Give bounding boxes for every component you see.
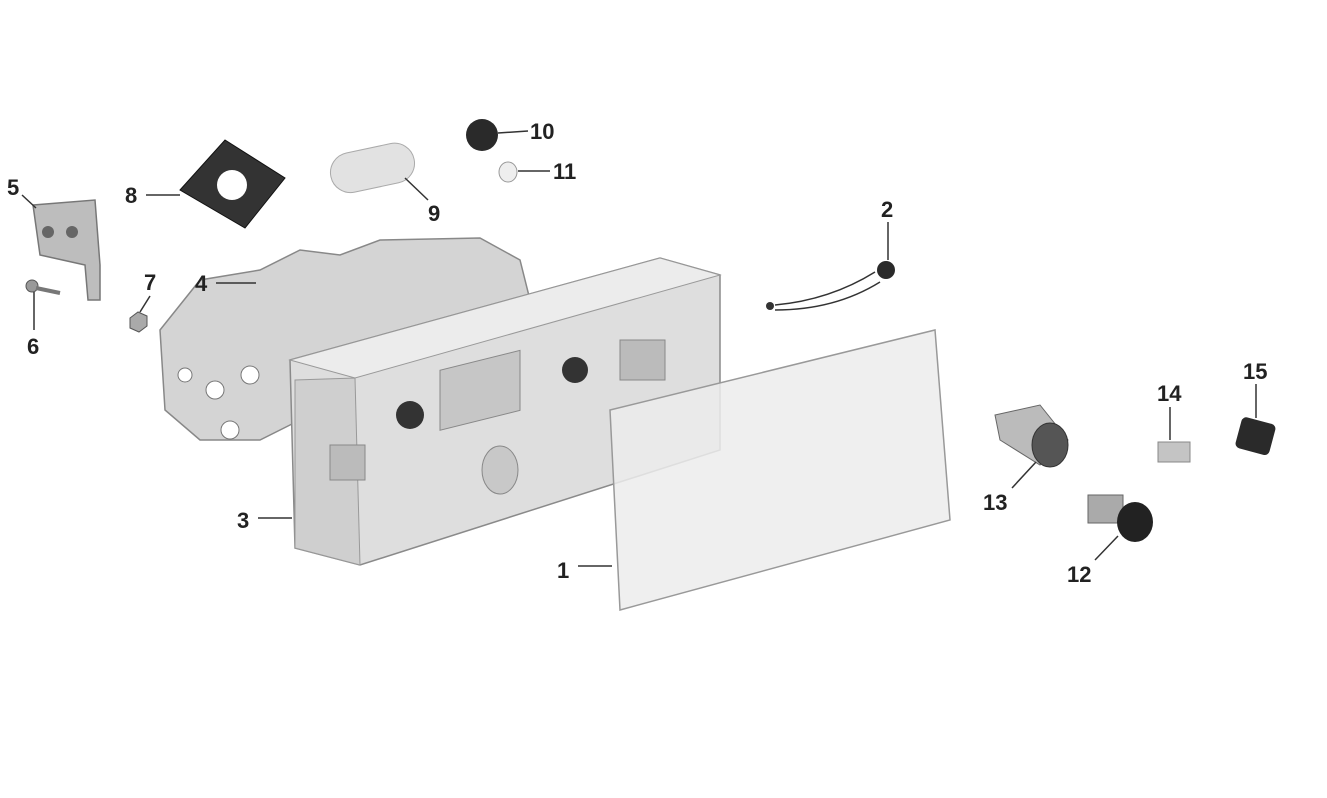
callout-2: 2 <box>881 197 893 222</box>
callout-1: 1 <box>557 558 569 583</box>
part-socket-10 <box>466 119 498 151</box>
part-bulb-11 <box>498 161 518 183</box>
part-printed-circuit <box>159 237 531 441</box>
part-block <box>1157 441 1191 463</box>
part-gasket <box>179 139 286 229</box>
callout-11: 11 <box>553 159 576 184</box>
part-switch <box>1235 417 1276 455</box>
part-cluster-housing <box>288 257 722 566</box>
callout-6: 6 <box>27 334 39 359</box>
part-lens <box>609 329 951 611</box>
callout-14: 14 <box>1157 381 1182 406</box>
part-lighter-socket <box>994 404 1069 468</box>
callout-9: 9 <box>428 201 440 226</box>
callout-4: 4 <box>195 271 208 296</box>
leader-lines <box>21 130 1257 567</box>
part-screw <box>25 279 61 295</box>
part-lens-cover <box>329 142 415 194</box>
part-bracket <box>32 199 101 301</box>
part-nut <box>129 311 148 333</box>
callout-10: 10 <box>530 119 554 144</box>
callout-13: 13 <box>983 490 1007 515</box>
part-lighter <box>1087 494 1153 542</box>
callout-5: 5 <box>7 175 19 200</box>
callout-12: 12 <box>1067 562 1091 587</box>
callout-7: 7 <box>144 270 156 295</box>
callout-15: 15 <box>1243 359 1267 384</box>
callout-8: 8 <box>125 183 137 208</box>
callout-3: 3 <box>237 508 249 533</box>
part-bulb-socket-2 <box>766 261 895 311</box>
